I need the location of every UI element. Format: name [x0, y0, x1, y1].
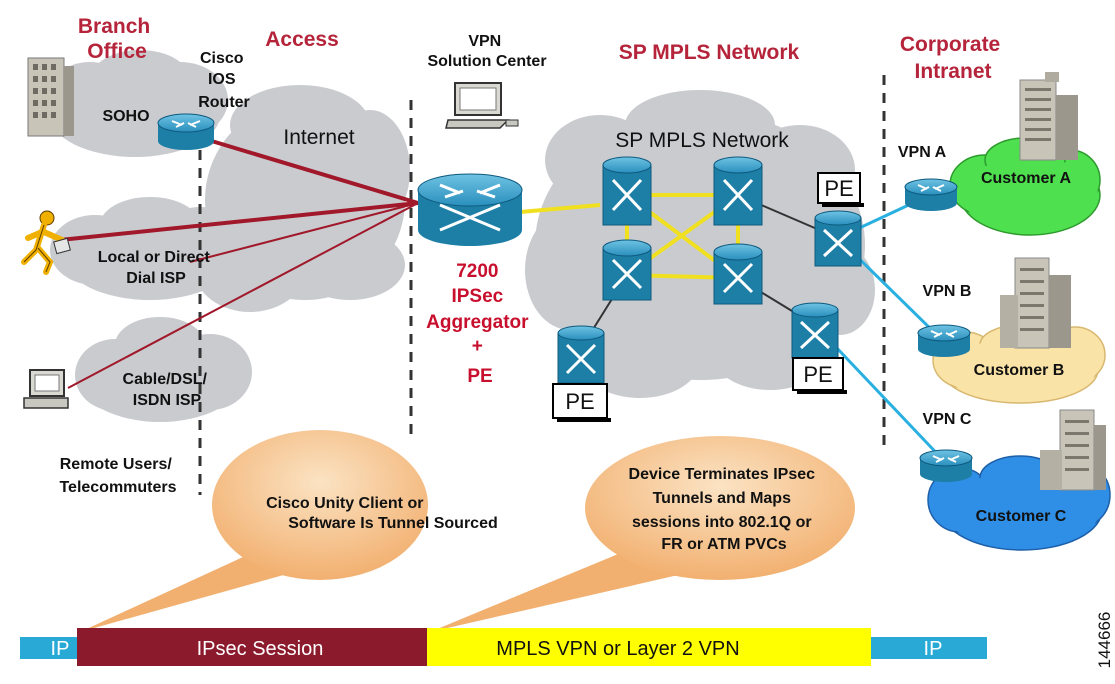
core-switch-3-icon: [602, 239, 652, 301]
branch-building-icon: [27, 57, 74, 137]
label-ipsec-session: IPsec Session: [197, 638, 324, 660]
access-links-thin: [67, 202, 419, 389]
label-soho: SOHO: [102, 108, 149, 125]
label-sp-mpls-cloud: SP MPLS Network: [615, 129, 789, 152]
link-cable: [67, 202, 419, 389]
pe-switch-left-icon: [557, 325, 605, 384]
core-switch-1-icon: [602, 156, 652, 226]
header-sp-mpls: SP MPLS Network: [619, 41, 800, 64]
label-aggregator: 7200 IPSec Aggregator + PE: [426, 261, 534, 387]
ip-left-segment: [20, 637, 80, 659]
link-dial-thin: [189, 202, 419, 263]
label-cable-isp: Cable/DSL/ ISDN ISP: [123, 371, 212, 409]
callout-left-text: Cisco Unity Client or Software Is Tunnel…: [266, 495, 498, 532]
tunnel-dial: [59, 201, 419, 242]
label-pe-left: PE: [565, 389, 594, 414]
customer-a-router-icon: [904, 178, 958, 211]
label-cisco-ios-router: Cisco IOS Router: [198, 50, 250, 111]
pe-box-left: [552, 383, 611, 422]
customer-a-building-icon: [1019, 72, 1078, 161]
tunnel-soho: [184, 131, 419, 205]
telecommuter-person-icon: [21, 210, 71, 275]
customer-b-router-icon: [917, 324, 971, 357]
pe-box-right-bottom: [792, 357, 847, 394]
label-local-dial-isp: Local or Direct Dial ISP: [98, 249, 214, 287]
header-access: Access: [265, 28, 339, 51]
header-corporate: Corporate Intranet: [900, 33, 1006, 83]
vpn-solution-center-computer-icon: [445, 82, 519, 129]
customer-c-router-icon: [919, 449, 973, 482]
callout-right-text: Device Terminates IPsec Tunnels and Maps…: [629, 466, 820, 553]
label-customer-c: Customer C: [976, 508, 1067, 525]
cable-isp-cloud: [75, 317, 252, 422]
label-vpn-c: VPN C: [923, 411, 972, 428]
label-mpls-vpn: MPLS VPN or Layer 2 VPN: [496, 638, 739, 660]
session-bar: [20, 628, 987, 666]
label-ip-right: IP: [924, 638, 943, 660]
divider-lines: [198, 75, 886, 495]
label-pe-right-top: PE: [824, 176, 853, 201]
callout-right: [430, 436, 855, 632]
aggregator-router-icon: [417, 173, 523, 246]
customer-b-building-icon: [1000, 257, 1071, 349]
label-internet: Internet: [283, 126, 354, 149]
callout-left: [80, 430, 428, 632]
label-vpn-solution-center: VPN Solution Center: [427, 33, 546, 70]
label-vpn-b: VPN B: [923, 283, 972, 300]
core-switch-4-icon: [713, 243, 763, 305]
mpls-segment: [427, 628, 871, 666]
header-branch-office: Branch Office: [78, 15, 156, 63]
label-customer-a: Customer A: [981, 170, 1072, 187]
tunnel-links: [59, 131, 419, 242]
customer-c-building-icon: [1040, 409, 1106, 491]
core-switch-2-icon: [713, 156, 763, 226]
figure-id: 144666: [1095, 612, 1114, 669]
label-pe-right-bottom: PE: [803, 362, 832, 387]
label-remote-users: Remote Users/ Telecommuters: [59, 456, 176, 496]
ip-right-segment: [871, 637, 987, 659]
soho-router-icon: [157, 113, 215, 150]
label-vpn-a: VPN A: [898, 144, 947, 161]
internet-cloud: [195, 85, 410, 312]
ipsec-segment: [77, 628, 427, 666]
label-ip-left: IP: [51, 638, 70, 660]
label-customer-b: Customer B: [974, 362, 1065, 379]
pe-switch-right-top-icon: [814, 210, 862, 267]
pe-switch-right-bottom-icon: [791, 302, 839, 359]
pe-box-right-top: [817, 172, 864, 207]
desktop-computer-icon: [23, 369, 69, 409]
